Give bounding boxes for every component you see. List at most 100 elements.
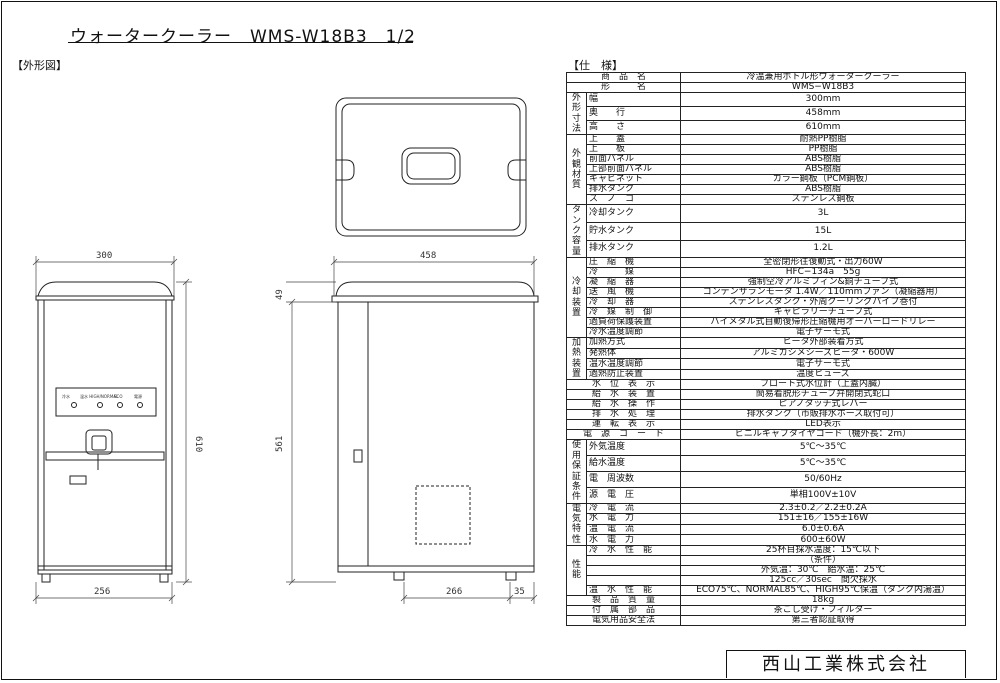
spec-item-label: 上部前面パネル bbox=[585, 164, 682, 176]
spec-value: 50/60Hz bbox=[680, 471, 967, 488]
outline-section-label: 【外形図】 bbox=[12, 59, 67, 72]
spec-row: 125cc／30sec 間欠採水 bbox=[567, 574, 967, 586]
spec-item-label bbox=[585, 564, 682, 576]
spec-row: （条件） bbox=[567, 554, 967, 566]
spec-item-label: 冷 媒 bbox=[585, 267, 682, 279]
panel-label-cold: 冷水 bbox=[62, 393, 70, 399]
spec-row: 温水温度調節電子サーモ式 bbox=[567, 358, 967, 370]
spec-value: LED表示 bbox=[680, 419, 967, 431]
spec-item-label: 源 電 圧 bbox=[585, 486, 682, 504]
spec-group-label: 外形寸法 bbox=[566, 91, 587, 136]
dim-side-top: 49 bbox=[275, 289, 285, 300]
spec-item-label: 温 水 性 能 bbox=[585, 584, 682, 596]
spec-value: ABS樹脂 bbox=[680, 154, 967, 166]
spec-value: ビニルキャブタイヤコード（機外長：2m） bbox=[680, 429, 967, 441]
spec-value: （条件） bbox=[680, 554, 967, 566]
spec-row: 冷 媒 制 御キャピラリーチューブ式 bbox=[567, 307, 967, 319]
spec-value: 耐熱PP樹脂 bbox=[680, 134, 967, 146]
spec-item-label: 過熱防止装置 bbox=[585, 368, 682, 381]
company-name: 西山工業株式会社 bbox=[726, 650, 966, 678]
spec-item-label: 貯水タンク bbox=[585, 221, 682, 241]
spec-item-label: 冷 却 器 bbox=[585, 297, 682, 309]
spec-item-label: 水 電 力 bbox=[585, 513, 682, 525]
spec-value: 外気温：30℃ 給水温：25℃ bbox=[680, 564, 967, 576]
spec-item-label: 製 品 質 量 bbox=[565, 594, 682, 606]
spec-value: コンデンサランモータ 1.4W／110mmファン（凝縮器用） bbox=[680, 287, 967, 299]
dimension-ticks bbox=[32, 258, 538, 602]
spec-row: 冷水温度調節電子サーモ式 bbox=[567, 327, 967, 339]
spec-value: 25杯目採水温度：15℃以下 bbox=[680, 544, 967, 556]
spec-item-label: 冷 水 性 能 bbox=[585, 544, 682, 556]
spec-value: 1.2L bbox=[680, 239, 967, 259]
spec-item-label: キャビネット bbox=[585, 174, 682, 186]
spec-value: ヒータ外部装着方式 bbox=[680, 337, 967, 349]
spec-item-label: 排水タンク bbox=[585, 239, 682, 259]
spec-item-label: 水 電 力 bbox=[585, 534, 682, 546]
spec-value: 3L bbox=[680, 204, 967, 223]
spec-value: ECO75℃、NORMAL85℃、HIGH95℃保温（タンク内湯温） bbox=[680, 584, 967, 596]
spec-item-label: 電 源 コ ー ド bbox=[565, 429, 682, 441]
spec-item-label: 電気用品安全法 bbox=[565, 614, 682, 626]
spec-value: 電子サーモ式 bbox=[680, 327, 967, 339]
spec-item-label: 加熱方式 bbox=[585, 337, 682, 349]
dim-side-base: 266 bbox=[446, 587, 462, 597]
spec-row: 加熱装置加熱方式ヒータ外部装着方式 bbox=[566, 337, 967, 381]
spec-item-label: 排水タンク bbox=[585, 184, 682, 196]
spec-item-label: 凝 縮 器 bbox=[585, 277, 682, 289]
spec-value: 強制空冷アルミフィン&銅チューブ式 bbox=[680, 277, 967, 289]
spec-value: 5℃〜35℃ bbox=[680, 455, 967, 472]
panel-label-power: 電源 bbox=[134, 393, 142, 399]
spec-item-label: 給 水 操 作 bbox=[565, 399, 682, 411]
spec-row: 外気温：30℃ 給水温：25℃ bbox=[567, 564, 967, 576]
spec-row: 送 風 機コンデンサランモータ 1.4W／110mmファン（凝縮器用） bbox=[567, 287, 967, 299]
spec-item-label: 送 風 機 bbox=[585, 287, 682, 299]
spec-value: 排水タンク（市販排水ホース取付可） bbox=[680, 409, 967, 421]
spec-row: キャビネットカラー鋼板（PCM鋼板） bbox=[567, 174, 967, 186]
dim-front-base: 256 bbox=[94, 587, 110, 597]
spec-value: 151±16／155±16W bbox=[680, 513, 967, 525]
spec-row: 冷 却 器ステンレスタンク・外周クーリングパイプ巻付 bbox=[567, 297, 967, 309]
top-view bbox=[335, 97, 527, 237]
spec-row: 発熱体アルミカシメシーズヒータ・600W bbox=[567, 347, 967, 360]
spec-group-label: 外観材質 bbox=[566, 134, 587, 206]
spec-row: 電気用品安全法第三者認証取得 bbox=[565, 614, 967, 626]
spec-item-label: 電 周波数 bbox=[585, 471, 682, 488]
dim-side-foot: 35 bbox=[514, 587, 525, 597]
spec-row: 給 水 装 置簡易着脱形チューブ弁開閉式蛇口 bbox=[565, 389, 967, 401]
spec-value: 単相100V±10V bbox=[680, 486, 967, 504]
spec-group-label: 電気特性 bbox=[566, 502, 587, 546]
spec-item-label: 排 水 処 理 bbox=[565, 409, 682, 421]
spec-item-label: 給 水 装 置 bbox=[565, 389, 682, 401]
dim-front-height: 610 bbox=[193, 436, 203, 452]
spec-row: 過熱防止装置温度ヒューズ bbox=[567, 368, 967, 381]
spec-item-label: 運 転 表 示 bbox=[565, 419, 682, 431]
spec-item-label: 発熱体 bbox=[585, 347, 682, 360]
spec-item-label bbox=[585, 574, 682, 586]
spec-row: 商 品 名冷温兼用ボトル形ウォータークーラー bbox=[565, 72, 967, 83]
spec-group-label: 性能 bbox=[566, 544, 587, 596]
spec-item-label: 給水温度 bbox=[585, 455, 682, 472]
spec-group-label: 使用保証条件 bbox=[566, 439, 587, 504]
spec-row: 外観材質上 蓋耐熱PP樹脂 bbox=[566, 134, 967, 206]
spec-value: 15L bbox=[680, 221, 967, 241]
spec-value: ABS樹脂 bbox=[680, 164, 967, 176]
spec-item-label: 上 板 bbox=[585, 144, 682, 156]
spec-value: 6.0±0.6A bbox=[680, 523, 967, 536]
spec-item-label: 外気温度 bbox=[585, 439, 682, 457]
spec-value: 5℃〜35℃ bbox=[680, 439, 967, 457]
panel-label-eco: ECO bbox=[114, 394, 122, 399]
spec-value: カラー鋼板（PCM鋼板） bbox=[680, 174, 967, 186]
spec-item-label: 温 電 流 bbox=[585, 523, 682, 536]
title-underline bbox=[68, 42, 413, 43]
